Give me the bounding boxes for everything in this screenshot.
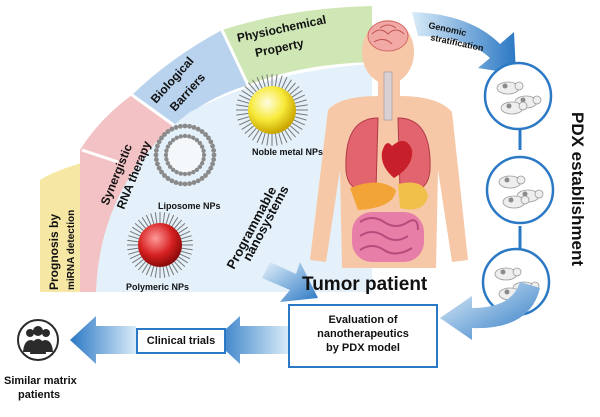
band-prognosis-line2: miRNA detection — [66, 210, 77, 290]
mouse-icon — [500, 101, 528, 115]
pdx-mouse-group — [481, 61, 555, 317]
mouse-circle — [485, 155, 555, 225]
mouse-icon — [496, 81, 524, 95]
noble-metal-np-icon — [236, 74, 308, 146]
band-separator — [81, 29, 250, 164]
stomach-icon — [398, 182, 428, 210]
mouse-circle — [483, 61, 553, 131]
band-prognosis — [40, 160, 92, 292]
label-liposome-nps: Liposome NPs — [158, 201, 221, 211]
clinical-trials-box: Clinical trials — [136, 328, 226, 354]
evaluation-line2: nanotherapeutics — [317, 328, 409, 340]
mouse-icon — [498, 175, 526, 189]
similar-line1: Similar matrix — [4, 375, 78, 387]
arrow-pdx-to-evaluation — [440, 282, 540, 340]
evaluation-box: Evaluation of nanotherapeutics by PDX mo… — [288, 304, 438, 368]
human-body-icon — [310, 20, 468, 268]
band-prognosis-line1: Prognosis by — [47, 214, 61, 290]
clinical-trials-label: Clinical trials — [146, 335, 216, 347]
liposome-np-icon — [153, 123, 217, 187]
patient-title: Tumor patient — [302, 274, 428, 295]
mouse-icon — [494, 267, 522, 281]
arrow-evaluation-to-trials — [214, 316, 288, 364]
band-barriers — [132, 30, 248, 126]
evaluation-line1: Evaluation of — [328, 314, 398, 326]
liver-icon — [350, 182, 396, 210]
arrow-to-evaluation — [262, 262, 318, 302]
brain-icon — [367, 20, 409, 52]
mouse-icon — [502, 195, 530, 209]
arrow-genomic — [412, 12, 516, 74]
heart-icon — [381, 140, 413, 178]
label-noble-metal-nps: Noble metal NPs — [252, 147, 323, 157]
arrow-trials-to-patients — [70, 316, 136, 364]
label-polymeric-nps: Polymeric NPs — [126, 282, 189, 292]
evaluation-line3: by PDX model — [326, 342, 400, 354]
polymeric-np-icon — [127, 212, 193, 278]
similar-line2: patients — [18, 389, 60, 401]
pdx-title: PDX establishment — [568, 112, 587, 266]
intestines-icon — [352, 212, 424, 262]
patients-group-icon — [17, 319, 59, 361]
band-property — [222, 6, 372, 85]
